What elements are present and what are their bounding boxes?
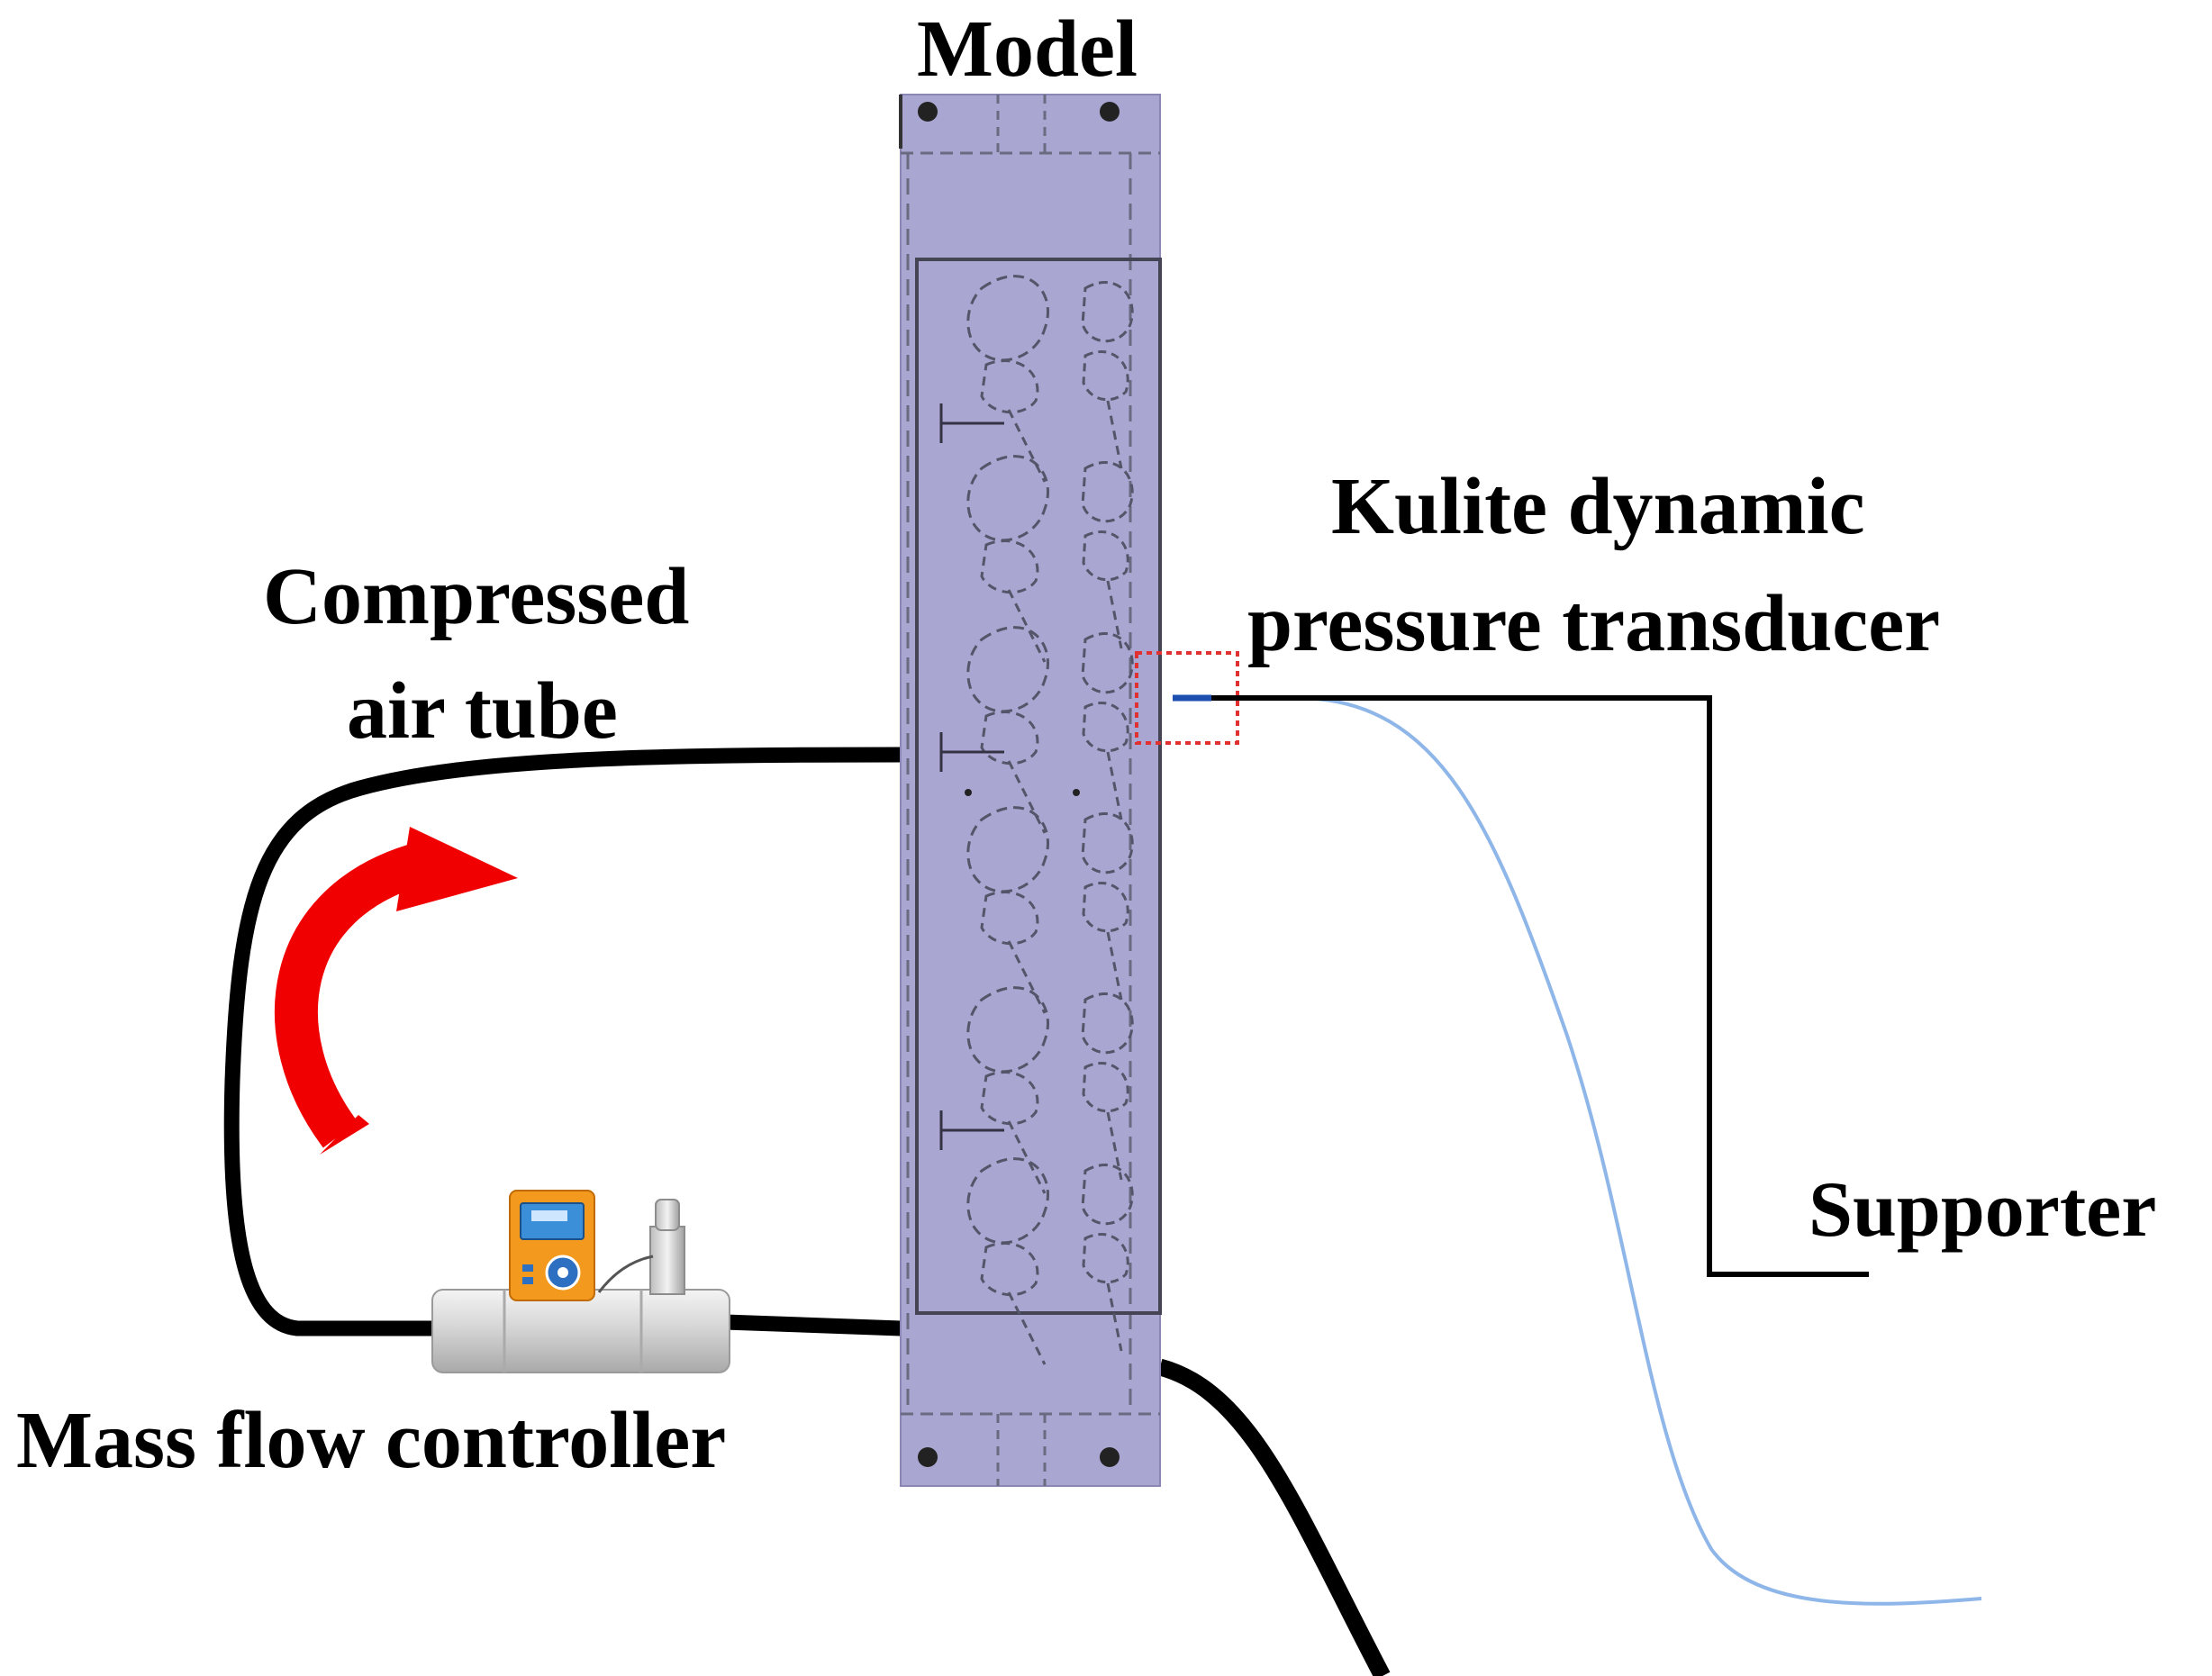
model-internal-slots [939, 275, 1134, 1365]
supporter-bracket [1211, 695, 1869, 1277]
inlet-marker [939, 732, 1004, 772]
internal-slot [1082, 882, 1129, 933]
internal-slot [1082, 702, 1129, 753]
internal-slot [1081, 1164, 1134, 1226]
model-plate [899, 94, 1162, 1487]
internal-channel [1106, 931, 1123, 1001]
kulite-transducer-label-line2: pressure transducer [1247, 579, 1941, 668]
rivet [1100, 102, 1120, 122]
outlet-tube [1157, 1358, 1391, 1676]
internal-slot [1081, 812, 1134, 874]
internal-slot [966, 986, 1049, 1074]
mass-flow-controller-icon [431, 1190, 730, 1373]
compressed-air-tube-label-line2: air tube [347, 666, 618, 756]
inlet-marker [939, 1110, 1004, 1150]
internal-slot [1082, 1233, 1129, 1284]
transducer-highlight-box [1135, 651, 1239, 745]
kulite-transducer-label-line1: Kulite dynamic [1331, 462, 1865, 551]
internal-channel [1007, 409, 1047, 483]
internal-slot [966, 626, 1049, 713]
marker-dot [1073, 789, 1080, 796]
internal-slot [1082, 530, 1129, 582]
internal-slot [980, 711, 1039, 766]
rivet [918, 1447, 938, 1467]
compressed-air-tube-label-line1: Compressed [263, 552, 690, 641]
internal-slot [1082, 350, 1129, 402]
internal-slot [966, 806, 1049, 893]
supporter-label: Supporter [1809, 1166, 2157, 1254]
internal-slot [966, 455, 1049, 542]
internal-slot [980, 891, 1039, 946]
internal-slot [980, 359, 1039, 414]
model-label: Model [917, 5, 1138, 94]
internal-channel [1106, 751, 1123, 820]
marker-dot [965, 789, 972, 796]
rivet [1100, 1447, 1120, 1467]
rivet [918, 102, 938, 122]
internal-channel [1007, 940, 1047, 1014]
internal-slot [1081, 281, 1134, 343]
internal-channel [1106, 1111, 1123, 1181]
transducer-cable [1173, 696, 1982, 1606]
internal-channel [1007, 760, 1047, 834]
internal-channel [1007, 589, 1047, 663]
compressed-air-tube [223, 747, 909, 1336]
internal-slot [1082, 1062, 1129, 1113]
internal-slot [1081, 992, 1134, 1055]
internal-slot [1081, 461, 1134, 523]
internal-channel [1106, 580, 1123, 649]
mass-flow-controller-label: Mass flow controller [16, 1396, 727, 1485]
internal-slot [980, 539, 1039, 594]
inlet-marker [939, 403, 1004, 443]
internal-channel [1007, 1291, 1047, 1365]
internal-channel [1007, 1120, 1047, 1194]
internal-slot [1081, 632, 1134, 694]
internal-slot [966, 275, 1049, 362]
internal-slot [966, 1157, 1049, 1245]
internal-slot [980, 1242, 1039, 1297]
curved-arrow-icon [275, 827, 518, 1155]
internal-slot [980, 1071, 1039, 1126]
internal-channel [1106, 1282, 1123, 1352]
internal-channel [1106, 400, 1123, 469]
compressed-air-tube-return [724, 1314, 902, 1336]
